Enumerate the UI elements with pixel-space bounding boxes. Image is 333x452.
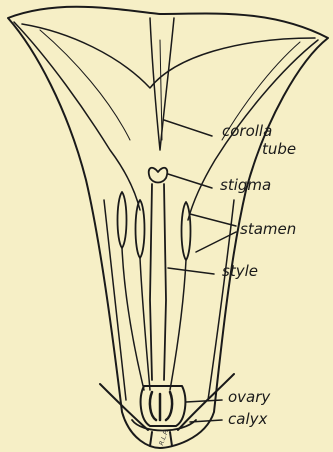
- stigma-shape: [149, 168, 168, 183]
- leader-ovary: [186, 400, 222, 402]
- petal-fold-left: [14, 22, 140, 210]
- leader-stamen-2: [196, 232, 236, 252]
- stamen-middle-filament: [140, 258, 150, 390]
- style-shape: [150, 184, 166, 380]
- label-stigma: stigma: [220, 178, 271, 193]
- leader-stamen-1: [190, 214, 236, 226]
- ovary-ovules: [150, 392, 172, 420]
- stamen-left-anther: [118, 192, 127, 248]
- stamen-right-anther: [182, 202, 191, 260]
- petal-fold-left-2: [40, 30, 130, 140]
- label-stamen: stamen: [240, 222, 296, 237]
- label-style: style: [222, 264, 258, 279]
- ovary-shape: [141, 386, 186, 426]
- tube-wall-right: [208, 200, 234, 400]
- label-ovary: ovary: [228, 390, 270, 405]
- leader-style: [168, 268, 214, 274]
- leader-corolla: [164, 120, 212, 136]
- label-tube: tube: [262, 142, 296, 157]
- label-calyx: calyx: [228, 412, 267, 427]
- label-corolla: corolla: [222, 124, 272, 139]
- petal-median-center: [160, 40, 162, 140]
- corolla-rim: [22, 24, 315, 88]
- stamen-right-filament: [170, 260, 186, 390]
